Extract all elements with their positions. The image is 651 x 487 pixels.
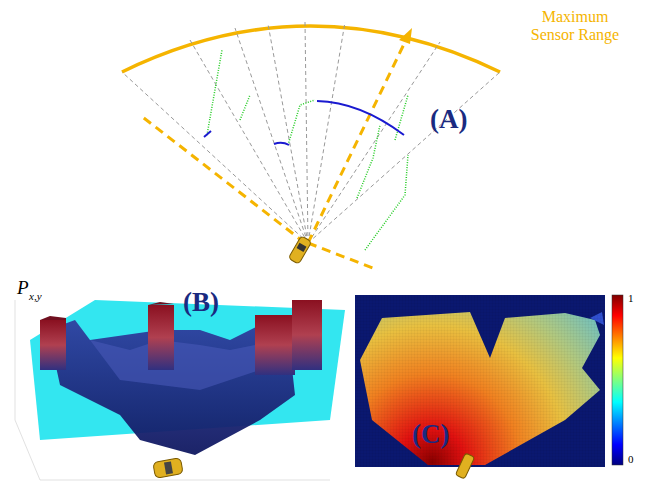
sensor-fan (122, 22, 500, 270)
car-icon (288, 236, 311, 265)
range-label: Maximum Sensor Range (520, 8, 630, 43)
axis-subscript: x,y (29, 290, 42, 302)
axis-label: P (17, 278, 29, 299)
probability-surface (15, 300, 345, 480)
heatmap (355, 295, 623, 479)
panel-label: (C) (412, 420, 449, 450)
colorbar-tick: 1 (628, 292, 634, 304)
colorbar-tick: 0 (628, 453, 634, 465)
panel-label: (B) (183, 288, 219, 318)
panel-label: (A) (430, 105, 467, 135)
